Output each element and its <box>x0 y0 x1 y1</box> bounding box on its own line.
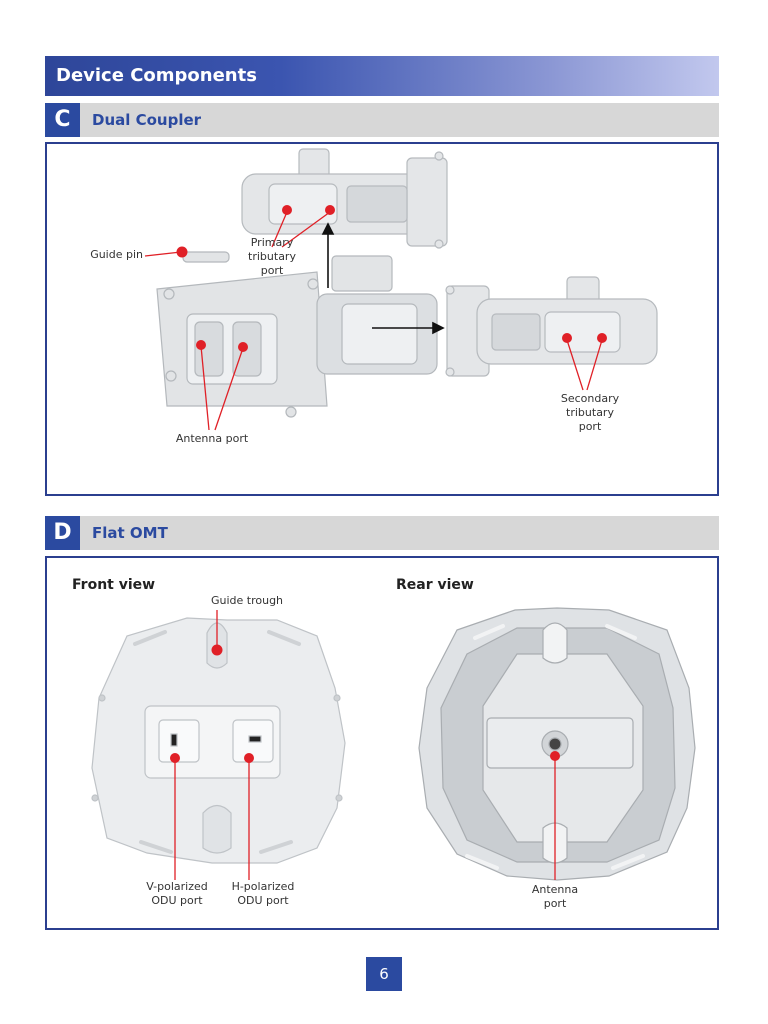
arrows <box>321 222 445 335</box>
antenna-port-marker-left <box>196 340 206 350</box>
flat-omt-illustration <box>91 607 696 881</box>
rear-antenna-port-label: Antenna port <box>531 883 579 910</box>
rear-view-image <box>418 607 696 881</box>
page-number: 6 <box>366 957 402 991</box>
guide-pin-label: Guide pin <box>90 248 143 261</box>
antenna-port-label: Antenna port <box>175 432 249 445</box>
page-title: Device Components <box>56 65 257 86</box>
primary-port-label: Primary tributary port <box>248 236 296 277</box>
v-polarized-label: V-polarized ODU port <box>146 880 208 907</box>
guide-pin-marker <box>176 246 188 258</box>
primary-port-marker-right <box>325 205 335 215</box>
secondary-port-marker-right <box>597 333 607 343</box>
main-header: Device Components <box>45 56 719 96</box>
primary-port-marker-left <box>282 205 292 215</box>
guide-trough-label: Guide trough <box>210 594 284 607</box>
section-c-frame: Guide pin Primary tributary port Antenna… <box>45 142 719 496</box>
front-view-title: Front view <box>72 577 156 593</box>
antenna-port-marker-right <box>238 342 248 352</box>
port-markers <box>176 205 607 352</box>
guide-trough-marker <box>211 644 223 656</box>
secondary-port-label: Secondary tributary port <box>560 392 620 433</box>
leader-lines-d <box>174 610 556 880</box>
primary-coupler-image <box>241 148 448 249</box>
section-d-title: Flat OMT <box>92 524 168 542</box>
omt-port-markers <box>170 644 560 763</box>
section-d-letter: D <box>45 516 80 550</box>
leader-lines <box>144 211 603 431</box>
h-polarized-label: H-polarized ODU port <box>231 880 295 907</box>
section-d-header: D Flat OMT <box>45 516 719 550</box>
section-c-letter: C <box>45 103 80 137</box>
section-c-title: Dual Coupler <box>92 111 202 129</box>
rear-view-title: Rear view <box>396 577 474 593</box>
dual-coupler-illustration <box>144 148 658 431</box>
v-polarized-marker <box>170 753 180 763</box>
secondary-port-marker-left <box>562 333 572 343</box>
main-coupler-image <box>156 251 438 418</box>
h-polarized-marker <box>244 753 254 763</box>
secondary-coupler-image <box>445 276 658 377</box>
section-c-header: C Dual Coupler <box>45 103 719 137</box>
section-d-frame: Front view Rear view Guide trough V-pola… <box>45 556 719 930</box>
rear-antenna-port-marker <box>550 751 560 761</box>
